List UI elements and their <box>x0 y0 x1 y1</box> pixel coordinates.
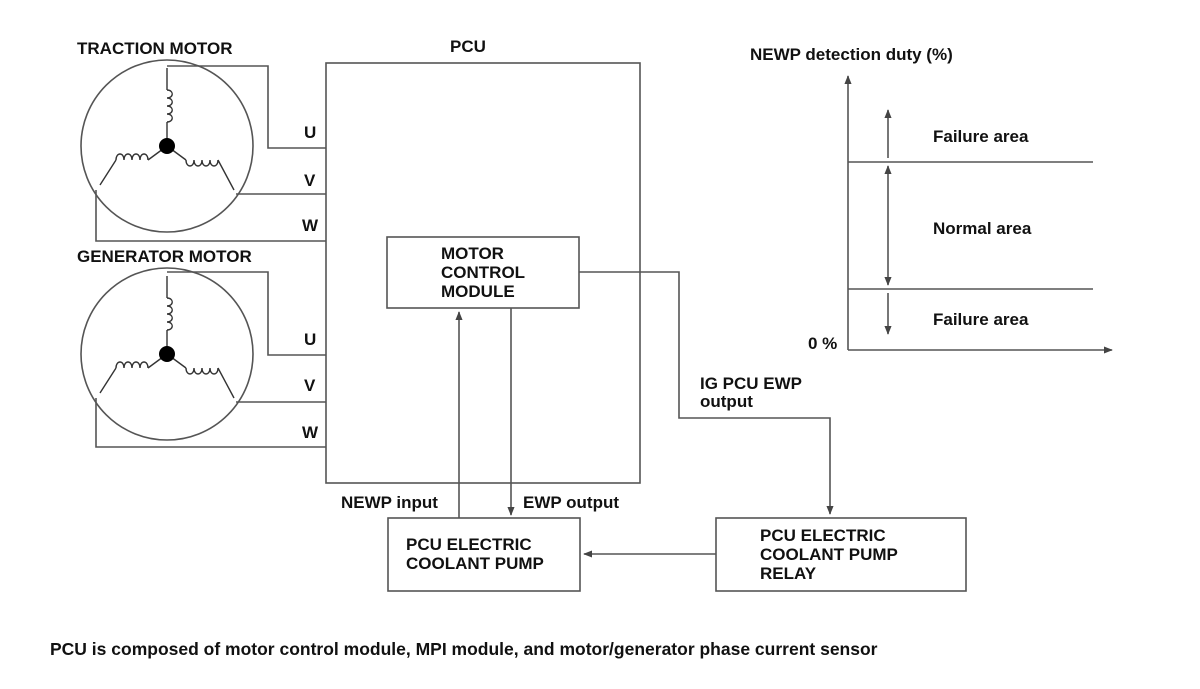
generator-phase-w-label: W <box>302 423 319 442</box>
traction-phase-w-wire <box>95 190 326 242</box>
coolant-pump-relay: PCU ELECTRIC COOLANT PUMP RELAY <box>715 517 967 592</box>
coolant-pump-box <box>387 517 581 592</box>
generator-phase-w-wire <box>95 398 326 448</box>
relay-label-line2: COOLANT PUMP <box>760 545 898 564</box>
duty-chart-zero-label: 0 % <box>808 334 837 353</box>
traction-phase-u-wire <box>167 65 326 149</box>
duty-chart: NEWP detection duty (%) 0 % Failure area… <box>750 45 1113 354</box>
pump-label-line2: COOLANT PUMP <box>406 554 544 573</box>
traction-phase-v-label: V <box>304 171 316 190</box>
mcm-label-line2: CONTROL <box>441 263 525 282</box>
ig-label-line1: IG PCU EWP <box>700 374 802 393</box>
pcu-label: PCU <box>450 37 486 56</box>
generator-phase-u-wire <box>167 271 326 356</box>
relay-label-line1: PCU ELECTRIC <box>760 526 886 545</box>
signal-wires: NEWP input EWP output IG PCU EWP output <box>341 271 834 558</box>
generator-motor: GENERATOR MOTOR U V W <box>77 247 326 448</box>
ig-label-line2: output <box>700 392 753 411</box>
pump-label-line1: PCU ELECTRIC <box>406 535 532 554</box>
newp-input-label: NEWP input <box>341 493 438 512</box>
relay-label-line3: RELAY <box>760 564 817 583</box>
ig-pcu-ewp-output-arrow <box>579 271 834 515</box>
generator-phase-u-label: U <box>304 330 316 349</box>
pcu-block: PCU MOTOR CONTROL MODULE <box>325 37 641 484</box>
generator-motor-label: GENERATOR MOTOR <box>77 247 252 266</box>
normal-area-label: Normal area <box>933 219 1032 238</box>
traction-phase-w-label: W <box>302 216 319 235</box>
failure-area-upper-label: Failure area <box>933 127 1029 146</box>
duty-chart-title: NEWP detection duty (%) <box>750 45 953 64</box>
relay-box <box>715 517 967 592</box>
generator-motor-windings-icon <box>99 276 235 399</box>
motor-control-module-box <box>386 236 580 309</box>
ewp-output-label: EWP output <box>523 493 619 512</box>
traction-motor: TRACTION MOTOR U V W <box>77 39 326 242</box>
mcm-label-line3: MODULE <box>441 282 515 301</box>
generator-phase-v-label: V <box>304 376 316 395</box>
mcm-label-line1: MOTOR <box>441 244 504 263</box>
traction-motor-label: TRACTION MOTOR <box>77 39 233 58</box>
coolant-pump: PCU ELECTRIC COOLANT PUMP <box>387 517 581 592</box>
diagram-caption: PCU is composed of motor control module,… <box>50 639 878 659</box>
failure-area-lower-label: Failure area <box>933 310 1029 329</box>
traction-phase-u-label: U <box>304 123 316 142</box>
traction-motor-windings-icon <box>99 68 235 191</box>
